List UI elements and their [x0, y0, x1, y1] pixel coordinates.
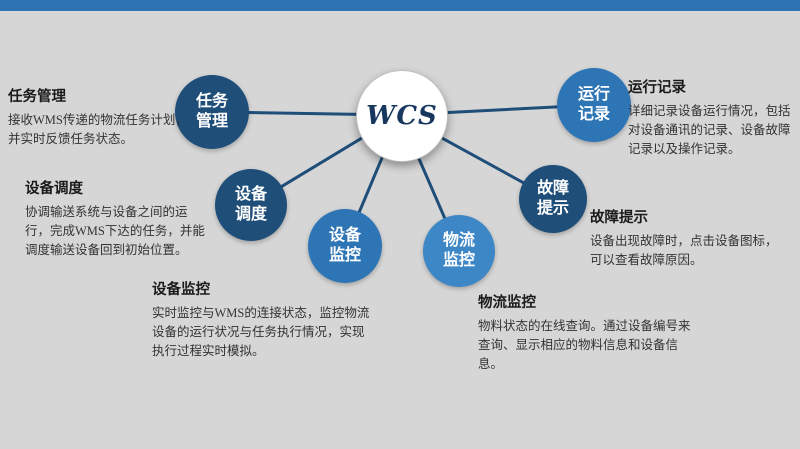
annotation-title: 故障提示	[590, 210, 648, 226]
node-equipment-monitoring: 设备监控	[308, 209, 382, 283]
annotation-body: 接收WMS传递的物流任务计划，并实时反馈任务状态。	[8, 113, 188, 146]
annotation-title: 设备监控	[152, 282, 210, 298]
node-task-management: 任务管理	[175, 75, 249, 149]
node-equipment-monitoring-label: 设备监控	[328, 227, 361, 264]
annotation-body: 详细记录设备运行情况，包括对设备通讯的记录、设备故障记录以及操作记录。	[628, 104, 791, 156]
node-fault-alert: 故障提示	[519, 165, 587, 233]
node-equipment-scheduling: 设备调度	[215, 169, 287, 241]
annotation-operation-records: 运行记录 详细记录设备运行情况，包括对设备通讯的记录、设备故障记录以及操作记录。	[628, 76, 796, 158]
annotation-logistics-monitoring: 物流监控 物料状态的在线查询。通过设备编号来查询、显示相应的物料信息和设备信息。	[478, 291, 696, 373]
top-accent-bar	[0, 0, 800, 11]
annotation-body: 设备出现故障时，点击设备图标，可以查看故障原因。	[590, 234, 778, 267]
node-task-management-label: 任务管理	[195, 93, 228, 130]
node-operation-records-label: 运行记录	[577, 86, 610, 123]
annotation-body: 物料状态的在线查询。通过设备编号来查询、显示相应的物料信息和设备信息。	[478, 319, 691, 371]
annotation-equipment-scheduling: 设备调度 协调输送系统与设备之间的运行，完成WMS下达的任务，并能调度输送设备回…	[25, 177, 207, 259]
node-logistics-monitoring: 物流监控	[423, 215, 495, 287]
annotation-title: 物流监控	[478, 295, 536, 311]
annotation-title: 任务管理	[8, 89, 66, 105]
annotation-fault-alert: 故障提示 设备出现故障时，点击设备图标，可以查看故障原因。	[590, 206, 785, 270]
annotation-body: 实时监控与WMS的连接状态，监控物流设备的运行状况与任务执行情况，实现执行过程实…	[152, 306, 370, 358]
annotation-title: 运行记录	[628, 80, 686, 96]
node-equipment-scheduling-label: 设备调度	[234, 186, 267, 223]
annotation-equipment-monitoring: 设备监控 实时监控与WMS的连接状态，监控物流设备的运行状况与任务执行情况，实现…	[152, 278, 372, 360]
hub-wcs-circle: WCS	[356, 70, 448, 162]
annotation-body: 协调输送系统与设备之间的运行，完成WMS下达的任务，并能调度输送设备回到初始位置…	[25, 205, 205, 257]
annotation-task-management: 任务管理 接收WMS传递的物流任务计划，并实时反馈任务状态。	[8, 85, 188, 149]
node-operation-records: 运行记录	[557, 68, 631, 142]
node-logistics-monitoring-label: 物流监控	[442, 232, 475, 269]
hub-wcs-label: WCS	[366, 101, 438, 131]
annotation-title: 设备调度	[25, 181, 83, 197]
node-fault-alert-label: 故障提示	[536, 180, 569, 217]
